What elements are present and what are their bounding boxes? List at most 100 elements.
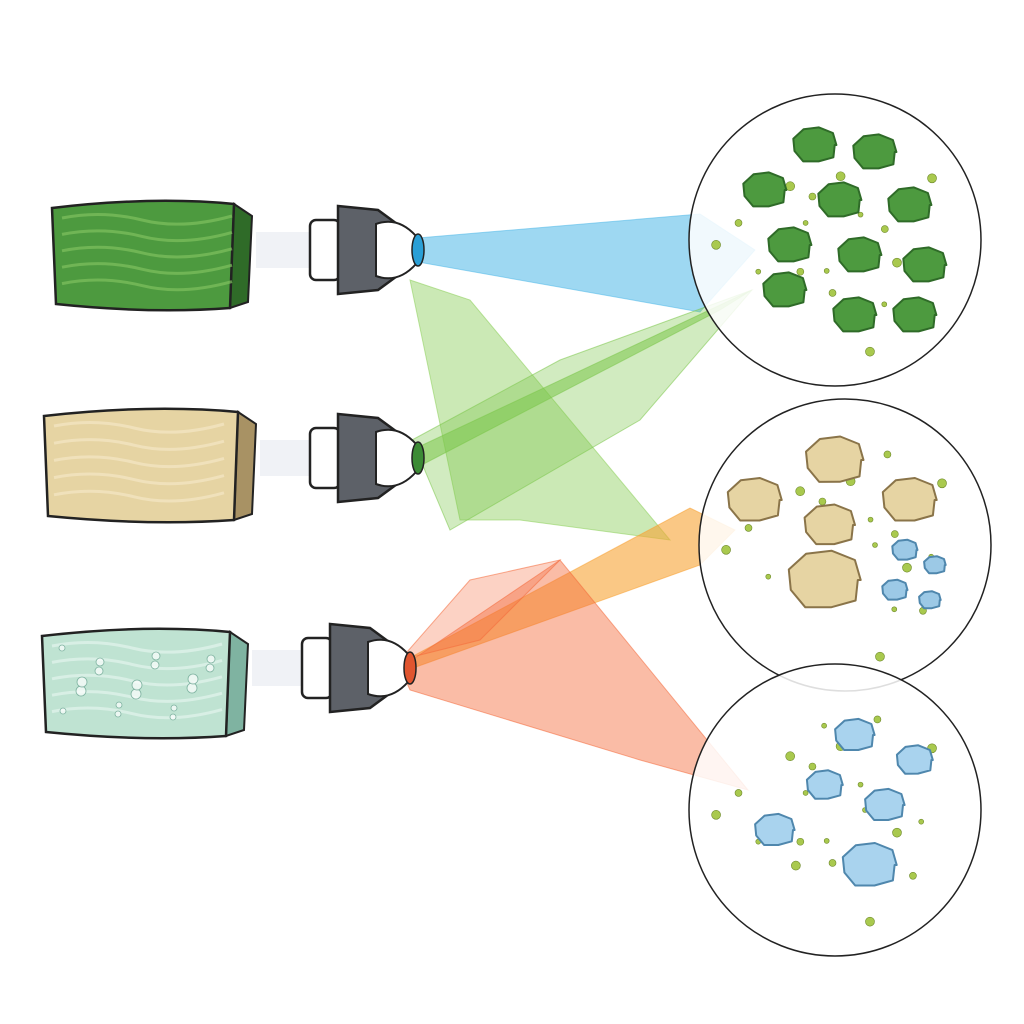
beam-green-fan [411, 288, 754, 531]
sample-dot [721, 545, 731, 555]
sample-dot [909, 871, 917, 880]
sample-dot [867, 516, 874, 523]
block-pore [114, 710, 122, 718]
sample-dot [875, 651, 885, 662]
sample-cluster [841, 842, 898, 887]
material-block-aqua-porous [40, 627, 312, 740]
sample-cluster [902, 246, 948, 283]
sample-cluster [834, 717, 876, 751]
material-block-sandstone-layered [42, 407, 320, 524]
emitter-lens [411, 441, 425, 475]
block-front [50, 199, 236, 312]
sample-cluster [817, 181, 863, 218]
emitter-collar [308, 218, 342, 282]
sample-dot [828, 859, 837, 867]
sample-dot [785, 751, 795, 762]
beam-red [399, 559, 750, 791]
sample-dot [802, 220, 809, 226]
sample-dot [734, 219, 743, 227]
sample-dot [857, 781, 864, 788]
sample-circle-blue-clusters [688, 663, 982, 957]
emitter-lens [403, 651, 417, 685]
sample-cluster [887, 186, 933, 223]
sample-dot [865, 346, 875, 357]
emitter-collar [300, 636, 334, 700]
sample-bubble [891, 538, 919, 561]
block-pore [75, 685, 87, 697]
sample-cluster [805, 769, 844, 800]
sample-flake [787, 549, 862, 609]
block-texture-line [51, 706, 223, 720]
sample-outline [688, 663, 982, 957]
sample-dot [796, 837, 805, 846]
block-texture-line [61, 262, 233, 275]
block-pore [130, 688, 142, 700]
beam-red-fan [398, 559, 562, 661]
sample-dot [873, 715, 882, 724]
sample-bubble [923, 555, 947, 575]
sample-dot [881, 225, 889, 233]
sample-dot [865, 916, 875, 927]
block-texture-line [61, 245, 233, 259]
block-texture-line [53, 489, 225, 503]
sample-cluster [864, 787, 906, 821]
sample-dot [755, 268, 762, 275]
sample-dot [835, 171, 846, 182]
emitter-device [308, 204, 425, 296]
sample-dot [881, 301, 888, 308]
block-pore [94, 666, 104, 676]
block-texture-line [61, 229, 233, 243]
block-texture-line [53, 455, 225, 469]
sample-flake [726, 477, 783, 522]
sample-dot [892, 827, 902, 838]
sample-cluster [792, 126, 838, 163]
emitters-layer [300, 204, 425, 714]
samples-layer [688, 93, 992, 957]
sample-cluster [742, 171, 788, 208]
sample-dot [828, 289, 837, 297]
sample-dot [872, 542, 878, 548]
material-block-green-vegetation [50, 199, 316, 312]
emitter-cap [367, 638, 409, 698]
block-pore [206, 654, 216, 664]
sample-dot [823, 838, 830, 844]
block-texture-line [53, 420, 225, 434]
sample-dot [891, 606, 898, 613]
block-pore [187, 673, 199, 685]
connector-sleeve [256, 232, 316, 268]
sample-cluster [837, 236, 883, 273]
sample-dot [744, 524, 753, 532]
beam-green-cross [409, 279, 672, 541]
beams-layer [398, 213, 756, 791]
block-pore [186, 682, 198, 694]
sample-dot [795, 486, 805, 497]
block-pore [115, 701, 123, 709]
block-texture-line [61, 278, 233, 292]
emitter-collar [308, 426, 342, 490]
emitter-device [300, 622, 417, 714]
block-front [42, 407, 240, 524]
block-pore [150, 660, 160, 670]
sample-dot [711, 240, 721, 250]
sample-dot [791, 860, 801, 871]
block-pore [76, 676, 88, 688]
sample-dot [918, 818, 925, 825]
sample-circle-green-clusters [688, 93, 982, 387]
sample-cluster [767, 226, 813, 263]
block-pore [169, 713, 177, 721]
sample-dot [802, 790, 809, 796]
sample-dot [765, 573, 772, 580]
block-texture-line [53, 438, 225, 451]
sample-bubble [881, 578, 909, 601]
sample-dot [891, 530, 899, 538]
sample-dot [927, 173, 937, 184]
sample-dot [883, 450, 892, 459]
sample-dot [711, 810, 721, 820]
sample-cluster [892, 296, 938, 333]
block-texture-line [61, 212, 233, 226]
sample-dot [821, 722, 827, 729]
block-pore [59, 707, 67, 715]
sample-cluster [895, 744, 934, 775]
emitter-cap [375, 220, 417, 280]
sample-dot [808, 762, 817, 771]
